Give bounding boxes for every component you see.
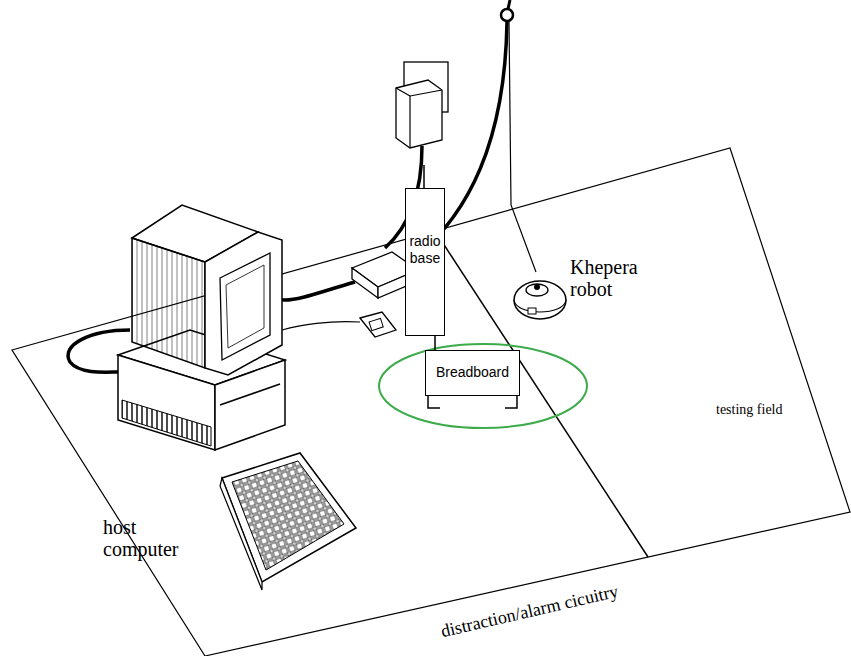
monitor-screen <box>220 253 270 360</box>
breadboard-box: Breadboard <box>425 350 520 396</box>
mouse <box>360 312 396 337</box>
breadboard-bracket <box>428 396 517 408</box>
testing-field-plane <box>12 148 850 656</box>
highlight-ellipse <box>379 344 587 428</box>
power-adapter <box>396 80 442 148</box>
robot-label: Khepera robot <box>570 256 652 300</box>
node-label: radio base <box>406 233 444 267</box>
cable-ring <box>501 9 513 21</box>
circuitry-label: distraction/alarm cicuitry <box>436 581 623 642</box>
khepera-robot <box>514 281 566 319</box>
tether-line <box>509 22 536 272</box>
field-label: testing field <box>716 402 816 417</box>
antenna <box>423 165 425 188</box>
computer-label: host computer <box>103 516 195 560</box>
radio-base-box: radio base <box>405 188 445 336</box>
connector <box>434 336 436 350</box>
node-label: Breadboard <box>436 364 509 381</box>
keyboard <box>222 453 356 582</box>
